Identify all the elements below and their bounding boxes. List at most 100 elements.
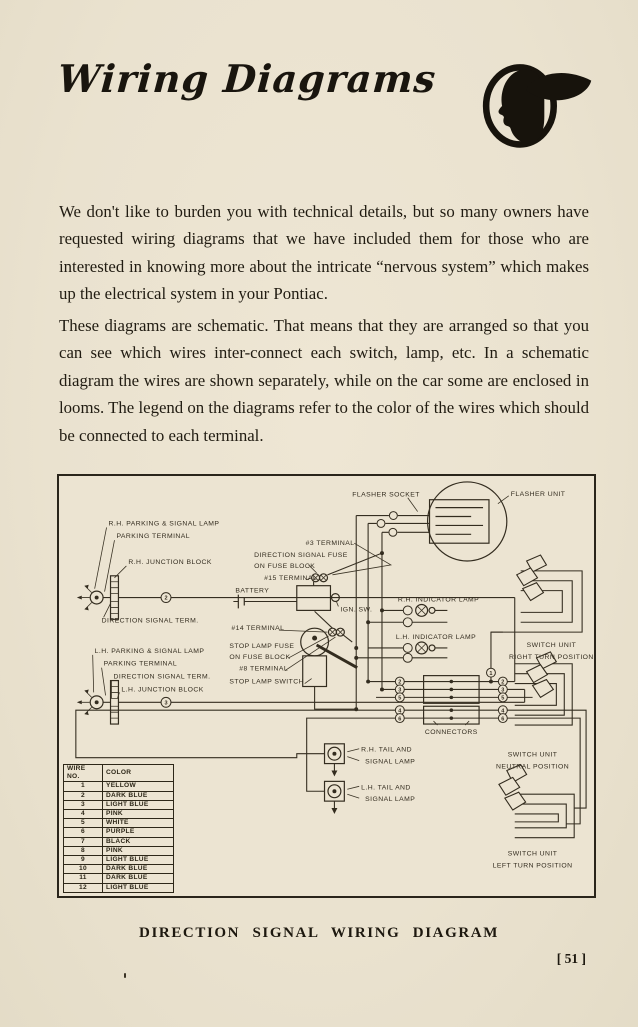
wire-no: 5 bbox=[63, 818, 103, 829]
diagram-label: #15 TERMINAL bbox=[264, 575, 317, 582]
switch-unit-right-turn-symbol bbox=[490, 554, 583, 633]
wire-color: BLACK bbox=[102, 836, 174, 847]
diagram-label: BATTERY bbox=[235, 588, 269, 595]
diagram-label: FLASHER SOCKET bbox=[352, 492, 420, 499]
diagram-label: SWITCH UNIT bbox=[508, 752, 558, 759]
diagram-label: CONNECTORS bbox=[425, 729, 478, 736]
switch-unit-left-turn-symbol bbox=[498, 709, 587, 839]
diagram-label: L.H. INDICATOR LAMP bbox=[396, 634, 476, 641]
wire-color: LIGHT BLUE bbox=[102, 855, 174, 866]
diagram-label: SWITCH UNIT bbox=[508, 850, 558, 857]
diagram-label: IGN. SW. bbox=[340, 606, 372, 613]
wire-number: 2 bbox=[501, 680, 504, 686]
diagram-label: DIRECTION SIGNAL FUSE bbox=[254, 552, 348, 559]
flasher-terminal bbox=[376, 518, 386, 528]
wire-no: 1 bbox=[63, 781, 103, 792]
wire-no: 3 bbox=[63, 799, 103, 811]
wire-no: 6 bbox=[63, 827, 103, 838]
ink-speck bbox=[124, 973, 126, 978]
wire-no: 11 bbox=[63, 873, 103, 884]
wire-3-run bbox=[118, 688, 526, 703]
wire-number: 3 bbox=[164, 700, 167, 706]
wire-color: DARK BLUE bbox=[102, 864, 174, 875]
wire-no: 2 bbox=[63, 790, 103, 801]
stop-lamp-switch-symbol bbox=[300, 627, 358, 710]
wire-number: 4 bbox=[501, 708, 505, 714]
diagram-label: ON FUSE BLOCK bbox=[229, 654, 290, 661]
direction-signal-fuse-symbol bbox=[311, 552, 383, 583]
wire-color: YELLOW bbox=[102, 781, 174, 792]
diagram-label: LEFT TURN POSITION bbox=[493, 862, 573, 869]
battery-symbol bbox=[233, 594, 297, 609]
diagram-label: ON FUSE BLOCK bbox=[254, 563, 315, 570]
wire-number: 2 bbox=[164, 596, 167, 602]
wire-no: 9 bbox=[63, 855, 103, 866]
diagram-label: DIRECTION SIGNAL TERM. bbox=[113, 674, 210, 681]
diagram-label: L.H. TAIL AND bbox=[361, 784, 411, 791]
wire-no: 8 bbox=[63, 845, 103, 857]
wire-number: 4 bbox=[398, 708, 402, 714]
diagram-label: R.H. PARKING & SIGNAL LAMP bbox=[109, 520, 220, 527]
diagram-label: R.H. TAIL AND bbox=[361, 747, 412, 754]
page-title: Wiring Diagrams bbox=[56, 56, 438, 101]
schematic-paragraph: These diagrams are schematic. That means… bbox=[59, 316, 589, 445]
diagram-label: STOP LAMP FUSE bbox=[229, 643, 294, 650]
flasher-terminal bbox=[388, 511, 398, 520]
diagram-label: STOP LAMP SWITCH bbox=[229, 679, 304, 686]
diagram-label: L.H. JUNCTION BLOCK bbox=[121, 686, 203, 693]
diagram-label: PARKING TERMINAL bbox=[116, 533, 190, 540]
lh-parking-lamp-symbol bbox=[76, 679, 120, 725]
wire-number: 3 bbox=[501, 688, 504, 694]
switch-unit-neutral-symbol bbox=[507, 651, 573, 726]
legend-header-color: COLOR bbox=[102, 763, 174, 783]
wire-color: PINK bbox=[102, 845, 174, 857]
diagram-label: R.H. INDICATOR LAMP bbox=[398, 597, 479, 604]
wire-color: PINK bbox=[102, 809, 174, 820]
wire-no: 10 bbox=[63, 864, 103, 875]
rh-parking-lamp-symbol bbox=[76, 575, 120, 620]
rh-indicator-lamp-symbol bbox=[368, 603, 448, 628]
diagram-label: SIGNAL LAMP bbox=[365, 759, 415, 766]
ignition-switch-symbol bbox=[296, 581, 340, 611]
intro-paragraph: We don't like to burden you with technic… bbox=[59, 202, 589, 304]
wire-no: 7 bbox=[63, 836, 103, 847]
wire-color: WHITE bbox=[102, 818, 174, 829]
diagram-label: PARKING TERMINAL bbox=[104, 661, 178, 668]
diagram-label: #3 TERMINAL bbox=[306, 540, 355, 547]
diagram-label: #8 TERMINAL bbox=[239, 666, 288, 673]
diagram-label: L.H. PARKING & SIGNAL LAMP bbox=[95, 648, 205, 655]
diagram-label: FLASHER UNIT bbox=[511, 491, 566, 498]
diagram-label: SWITCH UNIT bbox=[527, 642, 577, 649]
wire-number: 1 bbox=[489, 671, 492, 677]
flasher-terminal bbox=[388, 527, 398, 537]
diagram-label: R.H. JUNCTION BLOCK bbox=[128, 559, 212, 566]
lh-tail-lamp-symbol bbox=[323, 780, 360, 814]
lh-indicator-lamp-symbol bbox=[356, 641, 448, 663]
page-number: [ 51 ] bbox=[556, 951, 586, 966]
diagram-label: SIGNAL LAMP bbox=[365, 796, 415, 803]
diagram-label: #14 TERMINAL bbox=[231, 625, 284, 632]
wire-color: LIGHT BLUE bbox=[102, 799, 174, 811]
stop-lamp-fuse-symbol bbox=[314, 610, 353, 643]
diagram-label: RIGHT TURN POSITION bbox=[509, 654, 594, 661]
direction-signal-schematic: 2 3 bbox=[75, 481, 594, 869]
wire-number: 2 bbox=[398, 680, 401, 686]
pontiac-indian-head-logo bbox=[482, 64, 592, 148]
diagram-label: DIRECTION SIGNAL TERM. bbox=[102, 617, 199, 624]
wire-2-run bbox=[118, 597, 516, 683]
connector-blocks bbox=[368, 675, 499, 725]
wire-number: 6 bbox=[501, 716, 504, 722]
